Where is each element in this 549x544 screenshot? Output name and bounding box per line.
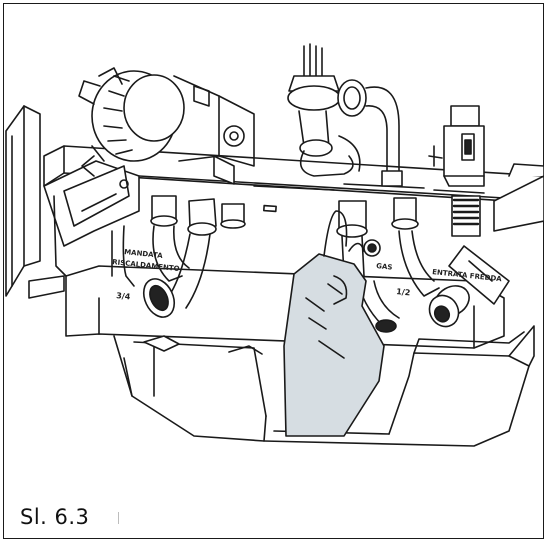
left-heating-pipe (111, 195, 217, 318)
figure-caption: Sl. 6.3 (20, 505, 90, 529)
left-bracket (43, 160, 140, 277)
label-gas: GAS (376, 262, 393, 272)
right-water-fitting (391, 195, 510, 328)
centre-gas-fitting (220, 200, 400, 333)
label-pipe-size-right: 1/2 (396, 287, 411, 297)
label-heating-flow-line1: MANDATA (124, 248, 164, 260)
hand-graphic (283, 210, 385, 437)
boiler-connection-illustration: MANDATA RISCALDAMENTO 3/4 GAS 1/2 ENTRAT… (5, 43, 544, 447)
gas-valve-box (428, 105, 485, 187)
boiler-side-panel (5, 105, 65, 299)
fan-assembly (78, 67, 255, 185)
label-pipe-size-left: 3/4 (116, 291, 131, 301)
caption-tick-mark (118, 512, 119, 524)
top-valve-riser (287, 43, 403, 187)
